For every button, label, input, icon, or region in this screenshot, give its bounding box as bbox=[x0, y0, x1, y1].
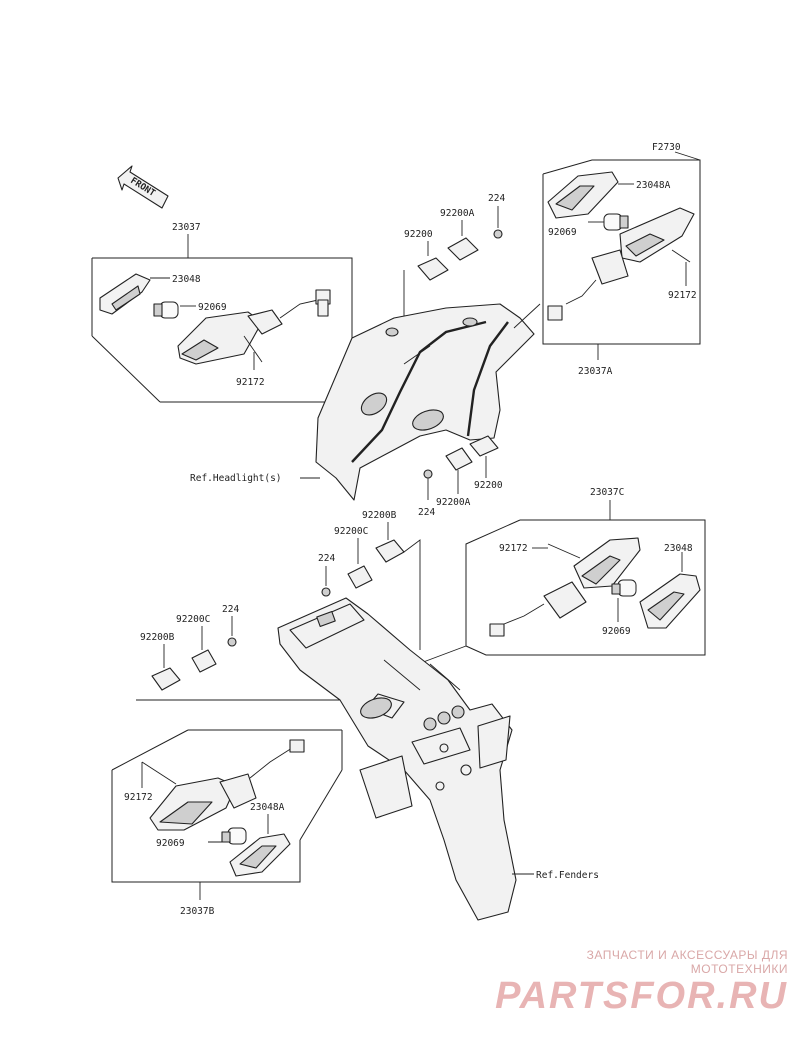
lens-part-c bbox=[639, 573, 701, 629]
callout-92200B-b: 92200B bbox=[140, 632, 175, 643]
callout-92200-b: 92200 bbox=[474, 480, 503, 491]
callout-ref-fenders: Ref.Fenders bbox=[536, 870, 599, 881]
figure-code: F2730 bbox=[652, 142, 681, 153]
callout-92200C-a: 92200C bbox=[334, 526, 368, 537]
front-arrow-icon: FRONT bbox=[117, 165, 169, 209]
bulb-part-c bbox=[611, 579, 637, 597]
callout-224-c: 224 bbox=[318, 553, 335, 564]
callout-92172-d: 92172 bbox=[124, 792, 153, 803]
callout-23048A: 23048A bbox=[636, 180, 671, 191]
rear-fender bbox=[277, 597, 517, 921]
callout-23048-c: 23048 bbox=[664, 543, 693, 554]
callout-92200A-b: 92200A bbox=[436, 497, 471, 508]
callout-ref-headlight: Ref.Headlight(s) bbox=[190, 473, 282, 484]
lens-part-a bbox=[547, 171, 619, 219]
screw-part bbox=[243, 335, 263, 363]
middle-left-brackets: 92200C 224 92200B bbox=[136, 604, 362, 701]
callout-23037B: 23037B bbox=[180, 906, 215, 917]
callout-92200B-a: 92200B bbox=[362, 510, 397, 521]
callout-23037C: 23037C bbox=[590, 487, 624, 498]
callout-92069-b: 92069 bbox=[548, 227, 577, 238]
callout-92069-d: 92069 bbox=[156, 838, 185, 849]
group-23037C: 23037C 92172 92069 23048 bbox=[417, 487, 706, 665]
callout-224-a: 224 bbox=[488, 193, 505, 204]
group-23037: 23037 23048 92069 92172 bbox=[91, 222, 353, 403]
turn-signal-housing-b bbox=[149, 739, 305, 831]
callout-92069-c: 92069 bbox=[602, 626, 631, 637]
group-23037A: 23048A 92069 92172 23037A bbox=[542, 151, 701, 377]
callout-92172-c: 92172 bbox=[499, 543, 528, 554]
callout-92200-a: 92200 bbox=[404, 229, 433, 240]
turn-signal-housing bbox=[177, 289, 331, 365]
watermark-subtitle: ЗАПЧАСТИ И АКСЕССУАРЫ ДЛЯ МОТОТЕХНИКИ bbox=[586, 948, 788, 976]
headlight-cowl bbox=[315, 303, 541, 501]
watermark: ЗАПЧАСТИ И АКСЕССУАРЫ ДЛЯ МОТОТЕХНИКИ PA… bbox=[488, 948, 788, 1016]
callout-92172-b: 92172 bbox=[668, 290, 697, 301]
watermark-brand: PARTSFOR.RU bbox=[495, 975, 788, 1017]
callout-23048: 23048 bbox=[172, 274, 201, 285]
callout-92200A-a: 92200A bbox=[440, 208, 475, 219]
bulb-part bbox=[153, 301, 179, 319]
turn-signal-housing-a bbox=[547, 207, 695, 321]
lens-part-b bbox=[229, 833, 291, 877]
callout-23037: 23037 bbox=[172, 222, 201, 233]
turn-signal-housing-c bbox=[489, 537, 641, 637]
callout-23048A-b: 23048A bbox=[250, 802, 285, 813]
bulb-part-b bbox=[221, 827, 247, 845]
callout-92069-a: 92069 bbox=[198, 302, 227, 313]
middle-center-brackets: 92200B 92200C 224 bbox=[318, 510, 421, 650]
callout-224-b: 224 bbox=[418, 507, 435, 518]
callout-92200C-b: 92200C bbox=[176, 614, 210, 625]
bulb-part-a bbox=[603, 213, 629, 231]
lower-headlight-brackets: 92200 92200A 224 bbox=[418, 435, 503, 518]
upper-brackets: 92200 92200A 224 bbox=[355, 193, 505, 411]
group-23037B: 92172 23048A 92069 23037B bbox=[111, 729, 343, 917]
callout-23037A: 23037A bbox=[578, 366, 613, 377]
lens-part bbox=[99, 273, 151, 315]
callout-224-d: 224 bbox=[222, 604, 239, 615]
callout-92172-a: 92172 bbox=[236, 377, 265, 388]
